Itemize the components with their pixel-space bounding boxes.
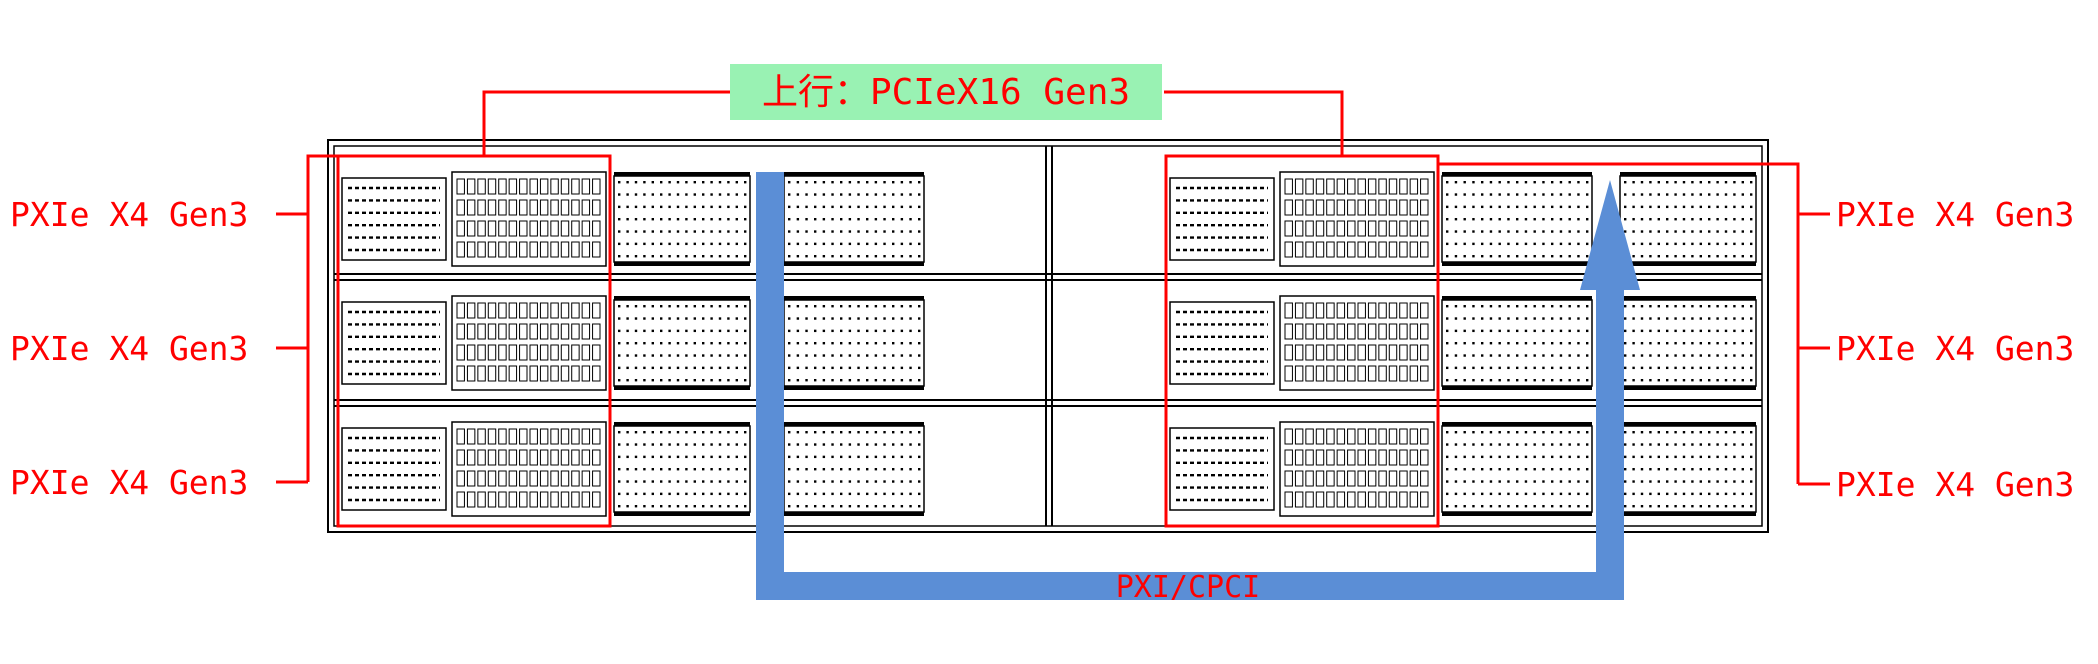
uplink-bracket xyxy=(482,90,1344,156)
left-pin-connector-2 xyxy=(451,295,607,391)
right-pcie-group-box xyxy=(1164,154,1440,528)
right-label-2: PXIe X4 Gen3 xyxy=(1836,329,2074,368)
left-pcie-group-box xyxy=(336,154,612,528)
right-pin-connector-1 xyxy=(1279,171,1435,267)
right-small-connector-1 xyxy=(1169,177,1275,261)
left-dot-connector-a-3 xyxy=(613,422,751,516)
bus-arrow-head xyxy=(1580,180,1640,290)
left-small-connector-3 xyxy=(341,427,447,511)
title-label: 上行：PCIeX16 Gen3 xyxy=(762,72,1130,113)
right-dot-connector-b-1 xyxy=(1619,172,1757,266)
pxi-bus xyxy=(756,172,1640,600)
left-dot-connector-a-1 xyxy=(613,172,751,266)
right-labels-bracket xyxy=(1438,162,1830,486)
left-dot-connector-b-1 xyxy=(783,172,925,266)
backplane-outer-frame xyxy=(327,139,1769,533)
title-label-background xyxy=(730,64,1162,120)
right-label-1: PXIe X4 Gen3 xyxy=(1836,195,2074,234)
left-small-connector-2 xyxy=(341,301,447,385)
right-dot-connector-a-3 xyxy=(1441,422,1593,516)
left-labels-bracket xyxy=(276,154,338,484)
left-label-3: PXIe X4 Gen3 xyxy=(10,463,248,502)
left-label-1: PXIe X4 Gen3 xyxy=(10,195,248,234)
left-dot-connector-b-2 xyxy=(783,296,925,390)
right-pin-connector-3 xyxy=(1279,421,1435,517)
right-dot-connector-a-2 xyxy=(1441,296,1593,390)
right-small-connector-2 xyxy=(1169,301,1275,385)
bus-label: PXI/CPCI xyxy=(1116,570,1261,605)
right-small-connector-3 xyxy=(1169,427,1275,511)
left-pin-connector-3 xyxy=(451,421,607,517)
left-small-connector-1 xyxy=(341,177,447,261)
left-dot-connector-a-2 xyxy=(613,296,751,390)
left-label-2: PXIe X4 Gen3 xyxy=(10,329,248,368)
right-dot-connector-b-3 xyxy=(1619,422,1757,516)
left-dot-connector-b-3 xyxy=(783,422,925,516)
slot-grid xyxy=(334,146,1762,526)
right-dot-connector-b-2 xyxy=(1619,296,1757,390)
backplane-inner-frame xyxy=(333,145,1763,527)
right-dot-connector-a-1 xyxy=(1441,172,1593,266)
left-pin-connector-1 xyxy=(451,171,607,267)
right-pin-connector-2 xyxy=(1279,295,1435,391)
right-label-3: PXIe X4 Gen3 xyxy=(1836,465,2074,504)
connector-array xyxy=(341,171,1757,517)
